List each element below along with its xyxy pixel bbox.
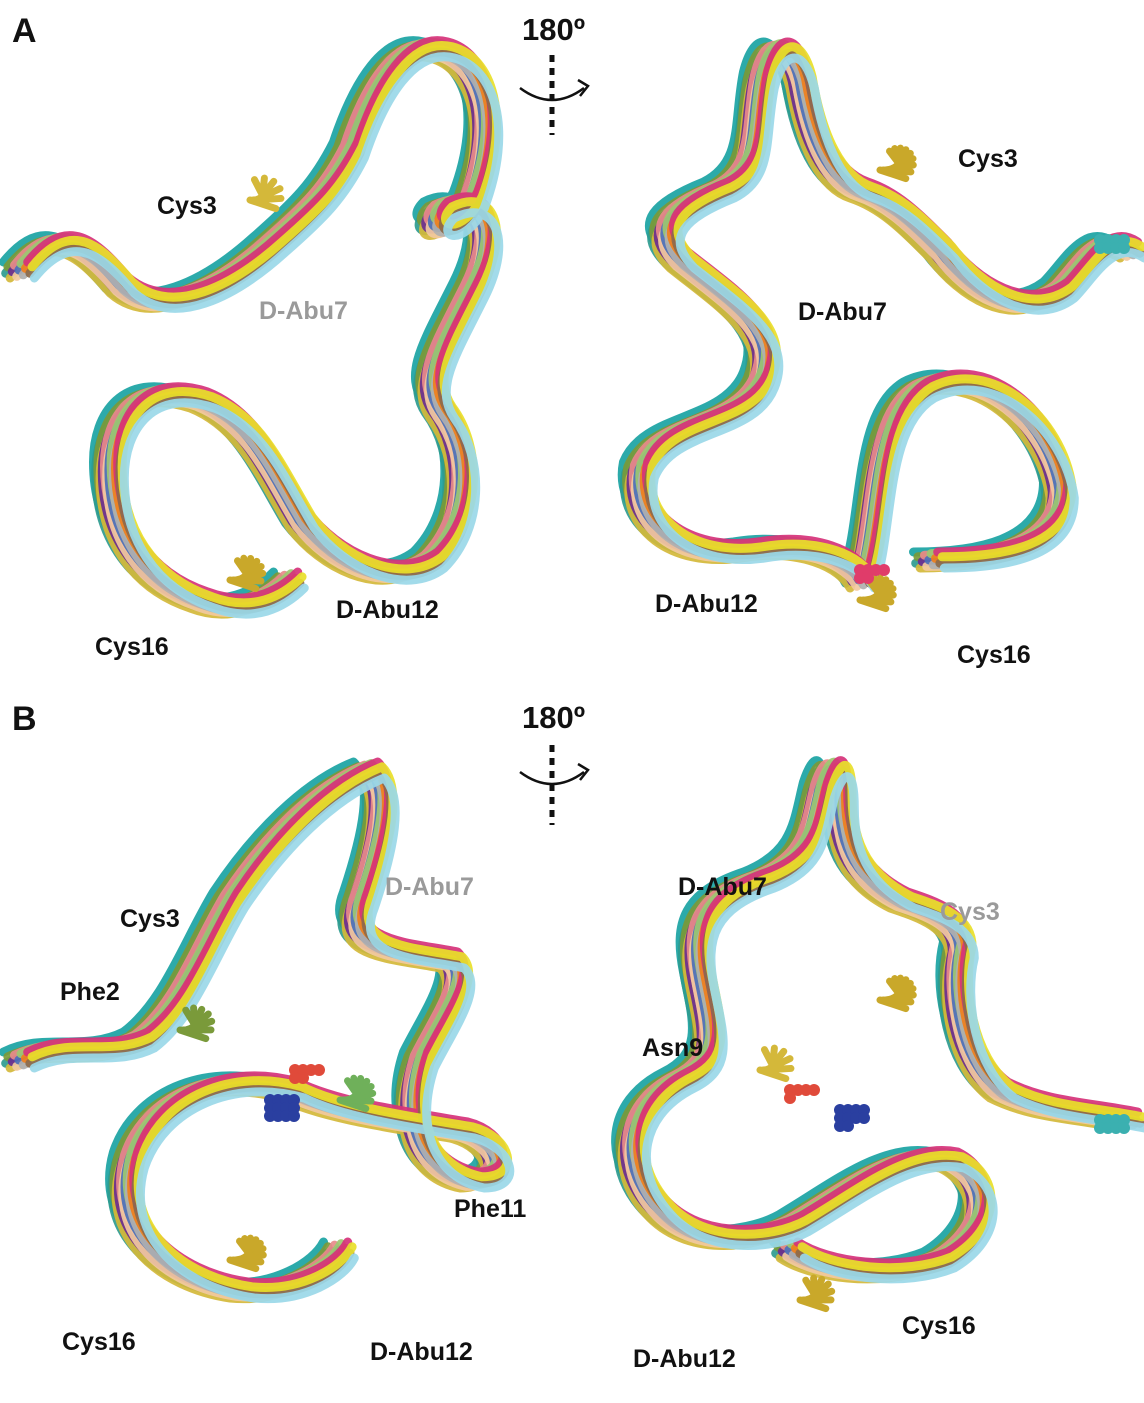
backbone-tube [4,762,479,1283]
residue-label-cys3: Cys3 [157,192,217,221]
residue-label-dabu12: D-Abu12 [655,590,758,619]
residue-label-cys16: Cys16 [62,1328,136,1357]
atom-sphere [862,572,874,584]
backbone-tube [15,44,479,601]
atom-sphere [1118,1122,1130,1134]
residue-label-phe2: Phe2 [60,978,120,1007]
residue-label-dabu7: D-Abu7 [678,873,767,902]
ensemble-b-left [4,762,510,1299]
backbone-tube [26,47,490,604]
residue-label-dabu12: D-Abu12 [633,1345,736,1374]
rotation-axis-icon [520,55,588,135]
residue-label-dabu7: D-Abu7 [259,297,348,326]
residue-label-dabu12: D-Abu12 [370,1338,473,1367]
atom-sphere [313,1064,325,1076]
rotation-label: 180º [522,700,585,736]
atom-sphere [842,1120,854,1132]
residue-label-cys16: Cys16 [95,633,169,662]
rotation-axis-icon [520,745,588,825]
backbone-tube [10,57,474,614]
residue-label-cys16: Cys16 [957,641,1031,670]
residue-label-dabu12: D-Abu12 [336,596,439,625]
backbone-tube [19,49,483,606]
backbone-tube [646,777,1144,1279]
residue-label-cys16: Cys16 [902,1312,976,1341]
backbone-tube [12,50,476,607]
residue-label-asn9: Asn9 [642,1034,703,1063]
backbone-tube [8,46,472,603]
backbone-tube [653,58,1144,588]
atom-sphere [808,1084,820,1096]
residue-label-dabu7: D-Abu7 [385,873,474,902]
panel-label-b: B [12,700,37,739]
backbone-tube [6,52,470,609]
residue-label-phe11: Phe11 [454,1195,526,1224]
atom-sphere [784,1092,796,1104]
residue-label-cys3: Cys3 [120,905,180,934]
backbone-tube [4,41,468,598]
atom-sphere [288,1110,300,1122]
atom-sphere [858,1112,870,1124]
backbone-tube [23,54,487,611]
backbone-tube [17,55,481,612]
backbone-tube [21,42,485,599]
atom-sphere [1118,242,1130,254]
atom-sphere [297,1072,309,1084]
residue-label-cys3: Cys3 [958,145,1018,174]
ensemble-a-left [4,41,499,614]
rotation-label: 180º [522,12,585,48]
residue-label-dabu7: D-Abu7 [798,298,887,327]
atom-sphere [878,564,890,576]
residue-label-cys3: Cys3 [940,898,1000,927]
panel-label-a: A [12,12,37,51]
